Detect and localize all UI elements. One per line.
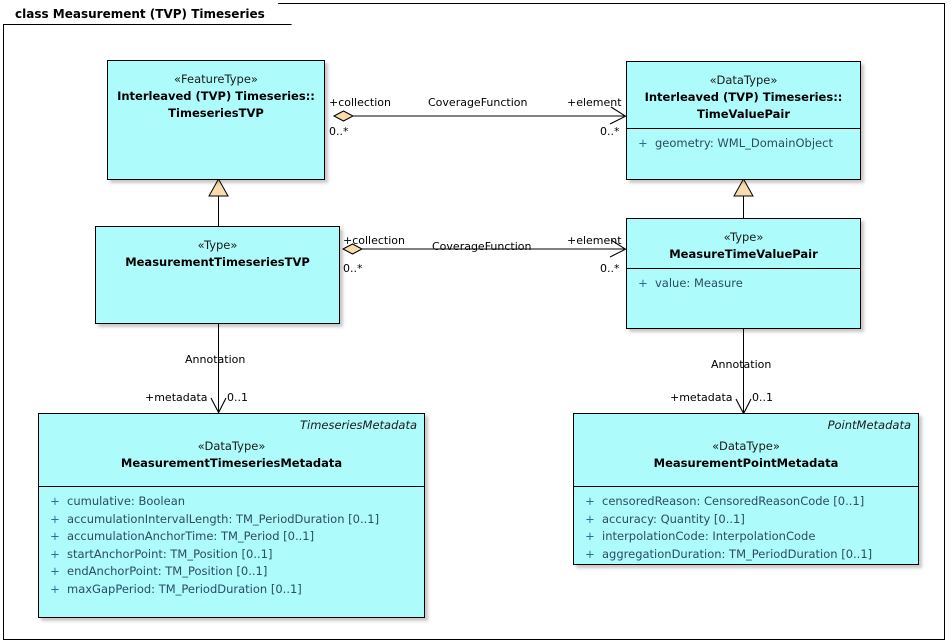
attribute-text: geometry: WML_DomainObject (655, 136, 833, 150)
attribute-visibility: + (638, 136, 648, 150)
label-coveragefunction-middle-source-role: +collection (343, 234, 405, 247)
attribute-text: aggregationDuration: TM_PeriodDuration [… (602, 546, 873, 561)
class-attributes: + cumulative: Boolean + accumulationInte… (39, 487, 424, 602)
label-annotation-left-name: Annotation (185, 353, 246, 366)
label-annotation-left-target-mult: 0..1 (227, 391, 248, 404)
attribute-row: + accumulationAnchorTime: TM_Period [0..… (43, 528, 420, 546)
class-stereotype: «DataType» (709, 73, 778, 87)
class-stereotype: «DataType» (197, 439, 266, 453)
attribute-text: maxGapPeriod: TM_PeriodDuration [0..1] (67, 581, 302, 596)
class-header: «DataType» Interleaved (TVP) Timeseries:… (627, 62, 860, 129)
class-name-line1: MeasureTimeValuePair (669, 247, 818, 261)
attribute-text: censoredReason: CensoredReasonCode [0..1… (602, 494, 865, 508)
class-stereotype: «DataType» (712, 439, 780, 453)
attribute-row: + startAnchorPoint: TM_Position [0..1] (43, 546, 420, 564)
class-name-line1: MeasurementPointMetadata (653, 456, 839, 470)
class-stereotype: «FeatureType» (174, 72, 258, 86)
attribute-row: + interpolationCode: InterpolationCode (578, 528, 914, 546)
label-annotation-right-source-role: +metadata (670, 391, 733, 404)
label-annotation-right-target-mult: 0..1 (752, 391, 773, 404)
label-annotation-left-source-role: +metadata (145, 391, 208, 404)
diagram-title: class Measurement (TVP) Timeseries (15, 6, 265, 21)
class-attributes: + value: Measure (627, 269, 860, 297)
attribute-row: + cumulative: Boolean (43, 493, 420, 511)
label-coveragefunction-middle-name: CoverageFunction (432, 240, 532, 253)
attribute-visibility: + (50, 529, 60, 543)
class-header: PointMetadata «DataType» MeasurementPoin… (574, 414, 918, 487)
class-alias: PointMetadata (827, 418, 911, 432)
attribute-visibility: + (585, 529, 595, 543)
attribute-row: + endAnchorPoint: TM_Position [0..1] (43, 563, 420, 581)
label-coveragefunction-top-target-mult: 0..* (600, 125, 620, 138)
class-measurementpointmetadata[interactable]: PointMetadata «DataType» MeasurementPoin… (573, 413, 919, 565)
class-name-line2: TimeValuePair (696, 107, 791, 121)
class-header: «FeatureType» Interleaved (TVP) Timeseri… (108, 61, 324, 132)
attribute-visibility: + (50, 564, 60, 578)
class-header: TimeseriesMetadata «DataType» Measuremen… (39, 414, 424, 487)
attribute-text: cumulative: Boolean (67, 494, 186, 508)
class-stereotype: «Type» (197, 238, 238, 252)
class-name-line1: Interleaved (TVP) Timeseries:: (117, 89, 315, 103)
class-measurementtimeseriesmetadata[interactable]: TimeseriesMetadata «DataType» Measuremen… (38, 413, 425, 618)
attribute-visibility: + (585, 494, 595, 508)
attribute-row: + aggregationDuration: TM_PeriodDuration… (578, 546, 914, 564)
diagram-frame (3, 3, 945, 640)
attribute-visibility: + (50, 511, 60, 526)
class-attributes: + geometry: WML_DomainObject (627, 129, 860, 157)
class-header: «Type» MeasurementTimeseriesTVP (96, 227, 339, 281)
class-alias: TimeseriesMetadata (299, 418, 417, 432)
class-header: «Type» MeasureTimeValuePair (627, 219, 860, 269)
class-name-line2: TimeseriesTVP (168, 106, 264, 120)
class-measurementtimeseriestvp[interactable]: «Type» MeasurementTimeseriesTVP (95, 226, 340, 324)
class-stereotype: «Type» (723, 230, 764, 244)
attribute-row: + maxGapPeriod: TM_PeriodDuration [0..1] (43, 581, 420, 599)
attribute-text: endAnchorPoint: TM_Position [0..1] (67, 564, 268, 578)
class-name-line1: MeasurementTimeseriesMetadata (120, 456, 343, 470)
class-timeseriestvp[interactable]: «FeatureType» Interleaved (TVP) Timeseri… (107, 60, 325, 180)
attribute-visibility: + (50, 494, 60, 508)
attribute-visibility: + (50, 581, 60, 596)
class-name-line1: MeasurementTimeseriesTVP (125, 255, 310, 269)
attribute-text: startAnchorPoint: TM_Position [0..1] (67, 546, 273, 561)
attribute-visibility: + (638, 276, 648, 290)
label-annotation-right-name: Annotation (711, 358, 772, 371)
attribute-visibility: + (50, 546, 60, 561)
attribute-row: + accuracy: Quantity [0..1] (578, 511, 914, 529)
attribute-visibility: + (585, 511, 595, 526)
label-coveragefunction-middle-target-role: +element (567, 234, 622, 247)
label-coveragefunction-top-source-role: +collection (329, 96, 391, 109)
label-coveragefunction-top-source-mult: 0..* (329, 125, 349, 138)
attribute-row: + accumulationIntervalLength: TM_PeriodD… (43, 511, 420, 529)
attribute-text: accumulationIntervalLength: TM_PeriodDur… (67, 511, 380, 526)
attribute-row: + value: Measure (631, 275, 856, 293)
class-name-line1: Interleaved (TVP) Timeseries:: (644, 90, 843, 104)
class-attributes: + censoredReason: CensoredReasonCode [0.… (574, 487, 918, 567)
class-measuretimevaluepair[interactable]: «Type» MeasureTimeValuePair + value: Mea… (626, 218, 861, 329)
attribute-text: accuracy: Quantity [0..1] (602, 511, 745, 526)
label-coveragefunction-top-target-role: +element (567, 96, 622, 109)
diagram-title-tab: class Measurement (TVP) Timeseries (3, 3, 292, 25)
label-coveragefunction-top-name: CoverageFunction (428, 96, 528, 109)
attribute-visibility: + (585, 546, 595, 561)
attribute-text: value: Measure (655, 276, 743, 290)
attribute-text: accumulationAnchorTime: TM_Period [0..1] (67, 529, 315, 543)
attribute-text: interpolationCode: InterpolationCode (602, 529, 816, 543)
class-timevaluepair[interactable]: «DataType» Interleaved (TVP) Timeseries:… (626, 61, 861, 180)
attribute-row: + geometry: WML_DomainObject (631, 135, 856, 153)
label-coveragefunction-middle-target-mult: 0..* (600, 262, 620, 275)
attribute-row: + censoredReason: CensoredReasonCode [0.… (578, 493, 914, 511)
label-coveragefunction-middle-source-mult: 0..* (343, 262, 363, 275)
